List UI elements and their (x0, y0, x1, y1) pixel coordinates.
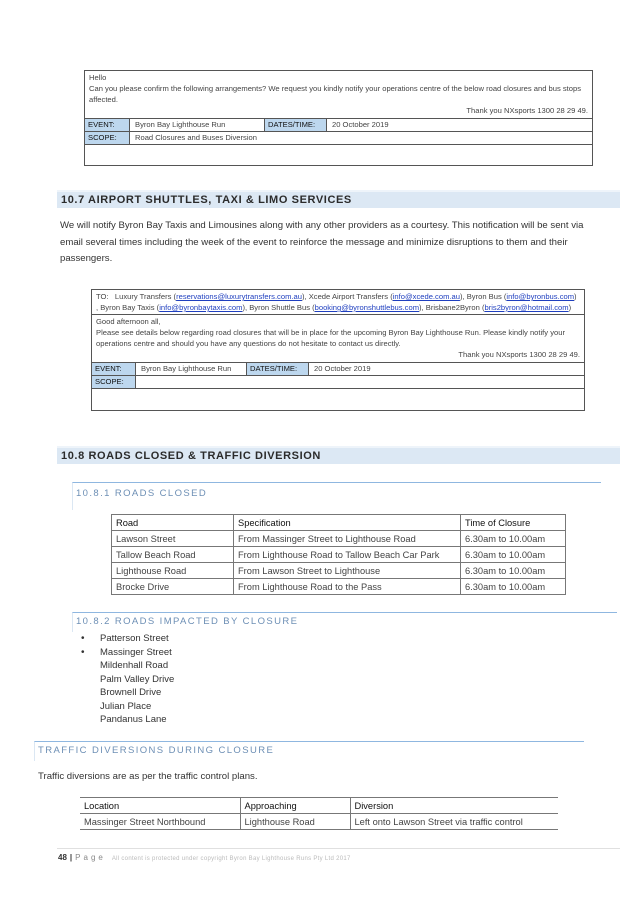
list-item: Massinger Street (78, 646, 174, 660)
table-cell: Left onto Lawson Street via traffic cont… (349, 813, 558, 830)
recipient-email-link[interactable]: info@byronbaytaxis.com (159, 303, 243, 312)
dates-label: DATES/TIME: (247, 363, 309, 375)
table-cell: From Massinger Street to Lighthouse Road (233, 530, 461, 547)
footer-divider (57, 848, 620, 849)
roads-closed-table: Road Specification Time of Closure Lawso… (111, 514, 566, 595)
to-label: TO: (96, 292, 109, 301)
roads-impacted-list: Patterson Street Massinger Street Milden… (78, 632, 174, 727)
list-item: Palm Valley Drive (100, 673, 175, 685)
recipient-name: Xcede Airport Transfers (308, 292, 389, 301)
footer-separator: | (69, 853, 73, 862)
table-cell: Brocke Drive (111, 578, 234, 595)
table-header-row: Location Approaching Diversion (80, 797, 558, 814)
table-header-row: Road Specification Time of Closure (111, 514, 566, 531)
section-heading-10-8: 10.8 ROADS CLOSED & TRAFFIC DIVERSION (57, 446, 620, 464)
subheading-10-8-1: 10.8.1 ROADS CLOSED (72, 482, 601, 510)
recipient-name: Byron Bay Taxis (100, 303, 155, 312)
table-cell: Lawson Street (111, 530, 234, 547)
recipient-email-link[interactable]: bris2byron@hotmail.com (484, 303, 569, 312)
dates-value: 20 October 2019 (314, 364, 371, 373)
email-message: Good afternoon all, Please see details b… (92, 315, 584, 363)
traffic-diversions-paragraph: Traffic diversions are as per the traffi… (38, 771, 258, 782)
scope-row: SCOPE: Road Closures and Buses Diversion (85, 132, 592, 145)
column-header: Specification (233, 514, 461, 531)
table-cell: 6.30am to 10.00am (460, 546, 566, 563)
copyright-notice: All content is protected under copyright… (111, 856, 351, 862)
blank-row (92, 389, 584, 405)
table-cell: Tallow Beach Road (111, 546, 234, 563)
event-label: EVENT: (85, 119, 130, 131)
blank-row (85, 145, 592, 161)
table-cell: From Lighthouse Road to Tallow Beach Car… (233, 546, 461, 563)
table-row: Tallow Beach Road From Lighthouse Road t… (111, 546, 566, 563)
event-value: Byron Bay Lighthouse Run (136, 363, 247, 375)
section-10-7-paragraph: We will notify Byron Bay Taxis and Limou… (60, 220, 584, 264)
page-footer: 48|Page All content is protected under co… (58, 853, 351, 862)
list-item: Mildenhall Road (100, 660, 169, 671)
table-cell: From Lighthouse Road to the Pass (233, 578, 461, 595)
email-thanks: Thank you NXsports 1300 28 29 49. (458, 350, 580, 359)
table-cell: Massinger Street Northbound (80, 813, 241, 830)
list-item: Patterson Street (78, 632, 174, 646)
event-label: EVENT: (92, 363, 136, 375)
scope-value (136, 376, 584, 388)
email-template-box-2: TO: Luxury Transfers (reservations@luxur… (91, 289, 585, 411)
email-recipients: TO: Luxury Transfers (reservations@luxur… (92, 290, 584, 315)
traffic-diversion-table: Location Approaching Diversion Massinger… (80, 797, 558, 830)
table-cell: 6.30am to 10.00am (460, 562, 566, 579)
page-number: 48 (58, 853, 67, 862)
table-cell: Lighthouse Road (111, 562, 234, 579)
event-row: EVENT: Byron Bay Lighthouse Run DATES/TI… (85, 119, 592, 132)
recipient-name: Byron Bus (466, 292, 502, 301)
list-item: Pandanus Lane (100, 714, 167, 725)
table-row: Massinger Street Northbound Lighthouse R… (80, 813, 558, 830)
table-row: Lawson Street From Massinger Street to L… (111, 530, 566, 547)
table-row: Brocke Drive From Lighthouse Road to the… (111, 578, 566, 595)
table-row: Lighthouse Road From Lawson Street to Li… (111, 562, 566, 579)
email-template-box-1: Hello Can you please confirm the followi… (84, 70, 593, 166)
recipient-name: Byron Shuttle Bus (249, 303, 310, 312)
list-item: Brownell Drive (100, 687, 162, 698)
table-cell: From Lawson Street to Lighthouse (233, 562, 461, 579)
dates-value: 20 October 2019 (332, 120, 389, 129)
table-cell: 6.30am to 10.00am (460, 578, 566, 595)
recipient-name: Brisbane2Byron (425, 303, 480, 312)
scope-value: Road Closures and Buses Diversion (135, 133, 257, 142)
table-cell: 6.30am to 10.00am (460, 530, 566, 547)
recipient-email-link[interactable]: info@byronbus.com (506, 292, 575, 301)
subheading-traffic-diversions: TRAFFIC DIVERSIONS DURING CLOSURE (34, 741, 584, 761)
email-body: Please see details below regarding road … (96, 328, 565, 348)
column-header: Approaching (240, 797, 351, 814)
recipient-name: Luxury Transfers (114, 292, 172, 301)
subheading-10-8-2: 10.8.2 ROADS IMPACTED BY CLOSURE (72, 612, 617, 632)
column-header: Diversion (349, 797, 558, 814)
email-greeting: Hello (89, 73, 107, 82)
recipient-email-link[interactable]: booking@byronshuttlebus.com (314, 303, 420, 312)
recipient-email-link[interactable]: info@xcede.com.au (392, 292, 460, 301)
column-header: Road (111, 514, 234, 531)
scope-label: SCOPE: (92, 376, 136, 388)
scope-label: SCOPE: (85, 132, 130, 144)
column-header: Time of Closure (460, 514, 566, 531)
dates-label: DATES/TIME: (265, 119, 327, 131)
column-header: Location (80, 797, 241, 814)
section-heading-10-7: 10.7 AIRPORT SHUTTLES, TAXI & LIMO SERVI… (57, 190, 620, 208)
email-greeting: Good afternoon all, (96, 317, 161, 326)
event-row: EVENT: Byron Bay Lighthouse Run DATES/TI… (92, 363, 584, 376)
email-body: Can you please confirm the following arr… (89, 84, 582, 104)
list-item: Julian Place (100, 700, 152, 712)
email-thanks: Thank you NXsports 1300 28 29 49. (466, 106, 588, 115)
table-cell: Lighthouse Road (240, 813, 351, 830)
scope-row: SCOPE: (92, 376, 584, 389)
email-message: Hello Can you please confirm the followi… (85, 71, 592, 119)
page-label: Page (75, 853, 106, 862)
recipient-email-link[interactable]: reservations@luxurytransfers.com.au (176, 292, 302, 301)
event-value: Byron Bay Lighthouse Run (130, 119, 265, 131)
